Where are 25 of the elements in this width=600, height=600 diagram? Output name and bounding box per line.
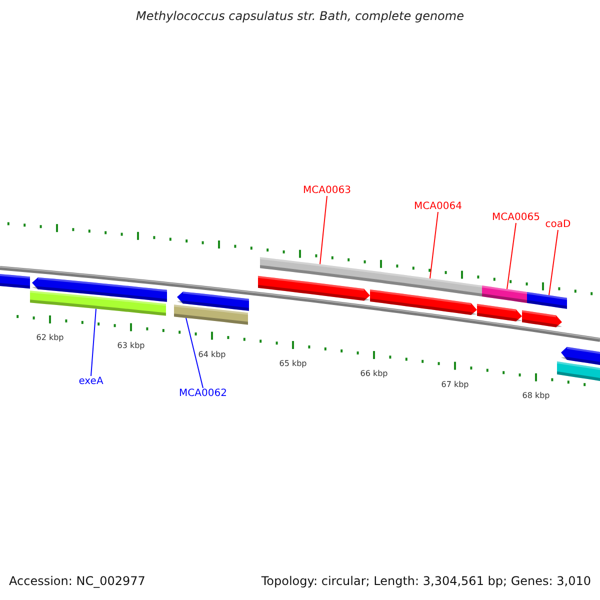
gene-label: MCA0062 [179,388,227,399]
gene-feature-bar [527,292,567,309]
scale-label: 64 kbp [198,350,226,359]
leader-line [548,230,558,296]
scale-label: 63 kbp [117,341,145,350]
scale-label: 65 kbp [279,359,307,368]
gene-feature-bar [174,304,248,325]
scale-label: 66 kbp [360,369,388,378]
scale-label: 67 kbp [441,380,469,389]
gene-label: MCA0063 [303,185,351,196]
leader-line [430,212,438,279]
gene-feature-bar [260,257,482,297]
accession-text: Accession: NC_002977 [9,574,146,588]
gene-label: coaD [545,219,571,230]
leader-line [90,308,96,376]
title: Methylococcus capsulatus str. Bath, complete genome [135,9,465,23]
scale-label: 62 kbp [36,333,64,342]
gene-label: MCA0064 [414,201,462,212]
genome-info-text: Topology: circular; Length: 3,304,561 bp; Genes: 3,010 [261,574,591,588]
scale-label: 68 kbp [522,391,550,400]
gene-label: exeA [78,376,104,387]
leader-line [506,222,516,290]
gene-label: MCA0065 [492,212,540,223]
gene-feature-bar [482,286,527,303]
gene-feature-bar [30,290,166,316]
